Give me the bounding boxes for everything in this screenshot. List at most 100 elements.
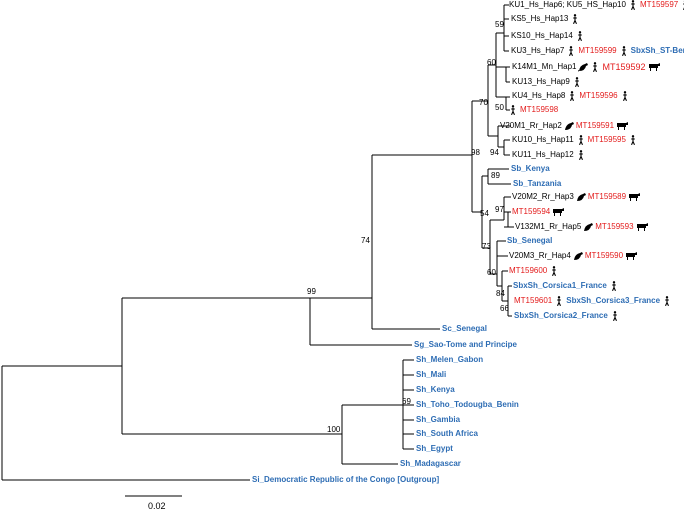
human-icon: [576, 135, 586, 145]
human-icon: [628, 0, 638, 10]
tip-corsica2: SbxSh_Corsica2_France: [514, 311, 620, 321]
tip-sg: Sg_Sao-Tome and Principe: [414, 340, 517, 350]
accession-label: MT159591: [575, 121, 615, 130]
taxon-label: KU1_Hs_Hap6; KU5_HS_Hap10: [509, 0, 626, 9]
human-icon: [575, 31, 585, 41]
bootstrap-value: 89: [491, 171, 500, 180]
bootstrap-value: 50: [495, 103, 504, 112]
tip-v20m2: V20M2_Rr_Hap3 MT159589: [512, 192, 641, 202]
taxon-label: Sh_Kenya: [416, 385, 455, 394]
taxon-label: KU3_Hs_Hap7: [511, 46, 565, 55]
accession-label: MT159594: [512, 207, 551, 216]
tip-mt159598: MT159598: [508, 105, 558, 115]
tip-sh-egypt: Sh_Egypt: [416, 444, 453, 454]
tip-mt159601: MT159601 SbxSh_Corsica3_France: [514, 296, 672, 306]
bootstrap-value: 94: [490, 148, 499, 157]
human-icon: [554, 296, 564, 306]
bootstrap-value: 69: [402, 397, 411, 406]
taxon-label: Sh_Melen_Gabon: [416, 355, 484, 364]
tip-sc-senegal: Sc_Senegal: [442, 324, 487, 334]
accession-label: MT159599: [578, 46, 617, 55]
taxon-label: Sg_Sao-Tome and Principe: [414, 340, 517, 349]
taxon-label: KS5_Hs_Hap13: [511, 14, 569, 23]
bootstrap-value: 84: [496, 289, 505, 298]
human-icon: [549, 266, 559, 276]
human-icon: [662, 296, 672, 306]
taxon-label: KU4_Hs_Hap8: [512, 91, 566, 100]
cattle-icon: [616, 121, 629, 131]
accession-label: MT159597: [639, 0, 679, 9]
accession-label: MT159589: [587, 192, 627, 201]
rodent-icon: [573, 251, 583, 261]
taxon-label: V20M1_Rr_Hap2: [500, 121, 562, 130]
taxon-label: Sh_Toho_Todougba_Benin: [416, 400, 519, 409]
human-icon: [610, 311, 620, 321]
bootstrap-value: 59: [495, 20, 504, 29]
hybrid-label: SbxSh_Corsica3_France: [566, 296, 661, 305]
tip-ks5: KS5_Hs_Hap13: [511, 14, 580, 24]
bootstrap-value: 66: [500, 304, 509, 313]
rodent-icon: [564, 121, 574, 131]
tip-mt159600: MT159600: [509, 266, 559, 276]
taxon-label: KU10_Hs_Hap11: [512, 135, 574, 144]
tip-k14m1: K14M1_Mn_Hap1 MT159592: [512, 62, 661, 72]
accession-label: MT159598: [520, 105, 559, 114]
cattle-icon: [625, 251, 638, 261]
bootstrap-value: 99: [307, 287, 316, 296]
accession-label: MT159593: [595, 222, 634, 231]
taxon-label: Sb_Senegal: [507, 236, 553, 245]
cattle-icon: [552, 207, 565, 217]
tip-ku11: KU11_Hs_Hap12: [512, 150, 586, 160]
tip-ks10: KS10_Hs_Hap14: [511, 31, 585, 41]
tip-ku13: KU13_Hs_Hap9: [512, 77, 582, 87]
bootstrap-value: 74: [361, 236, 370, 245]
bootstrap-value: 60: [487, 58, 496, 67]
bootstrap-value: 54: [480, 209, 489, 218]
tip-v132m1: V132M1_Rr_Hap5 MT159593: [515, 222, 649, 232]
tip-v20m1: V20M1_Rr_Hap2 MT159591: [500, 121, 629, 131]
accession-label: MT159590: [584, 251, 624, 260]
cattle-icon: [648, 62, 661, 72]
taxon-label: Sh_Egypt: [416, 444, 453, 453]
bootstrap-value: 70: [479, 98, 488, 107]
tip-sb-kenya: Sb_Kenya: [511, 164, 550, 174]
accession-label: MT159596: [579, 91, 618, 100]
tip-ku10: KU10_Hs_Hap11 MT159595: [512, 135, 638, 145]
human-icon: [628, 135, 638, 145]
bootstrap-value: 100: [327, 425, 341, 434]
tip-sh-gambia: Sh_Gambia: [416, 415, 460, 425]
tree-branches: [1, 4, 514, 497]
taxon-label: Sb_Tanzania: [513, 179, 562, 188]
bootstrap-value: 73: [482, 242, 491, 251]
tip-sh-kenya: Sh_Kenya: [416, 385, 455, 395]
tip-sh-mali: Sh_Mali: [416, 370, 446, 380]
human-icon: [566, 46, 576, 56]
taxon-label: V20M3_Rr_Hap4: [509, 251, 571, 260]
taxon-label: V20M2_Rr_Hap3: [512, 192, 574, 201]
human-icon: [619, 46, 629, 56]
human-icon: [572, 77, 582, 87]
taxon-label: Sc_Senegal: [442, 324, 487, 333]
taxon-label: Sh_Mali: [416, 370, 447, 379]
rodent-icon: [583, 222, 594, 232]
taxon-label: KU11_Hs_Hap12: [512, 150, 574, 159]
taxon-label: SbxSh_Corsica2_France: [514, 311, 608, 320]
rodent-icon: [578, 62, 589, 72]
tip-sh-south-africa: Sh_South Africa: [416, 429, 478, 439]
human-icon: [508, 105, 518, 115]
tip-si-outgroup: Si_Democratic Republic of the Congo [Out…: [252, 475, 439, 485]
accession-label: MT159600: [509, 266, 548, 275]
hybrid-label: SbxSh_ST-Benin: [630, 46, 684, 55]
human-icon: [609, 281, 619, 291]
bootstrap-value: 98: [471, 148, 480, 157]
human-icon: [576, 150, 586, 160]
tip-mt159594: MT159594: [512, 207, 565, 217]
rodent-icon: [576, 192, 586, 202]
tip-ku1: KU1_Hs_Hap6; KU5_HS_Hap10 MT159597: [509, 0, 684, 10]
tip-ku4: KU4_Hs_Hap8 MT159596: [512, 91, 630, 101]
bootstrap-value: 97: [495, 205, 504, 214]
taxon-label: K14M1_Mn_Hap1: [512, 62, 577, 71]
tip-v20m3: V20M3_Rr_Hap4 MT159590: [509, 251, 638, 261]
human-icon: [570, 14, 580, 24]
